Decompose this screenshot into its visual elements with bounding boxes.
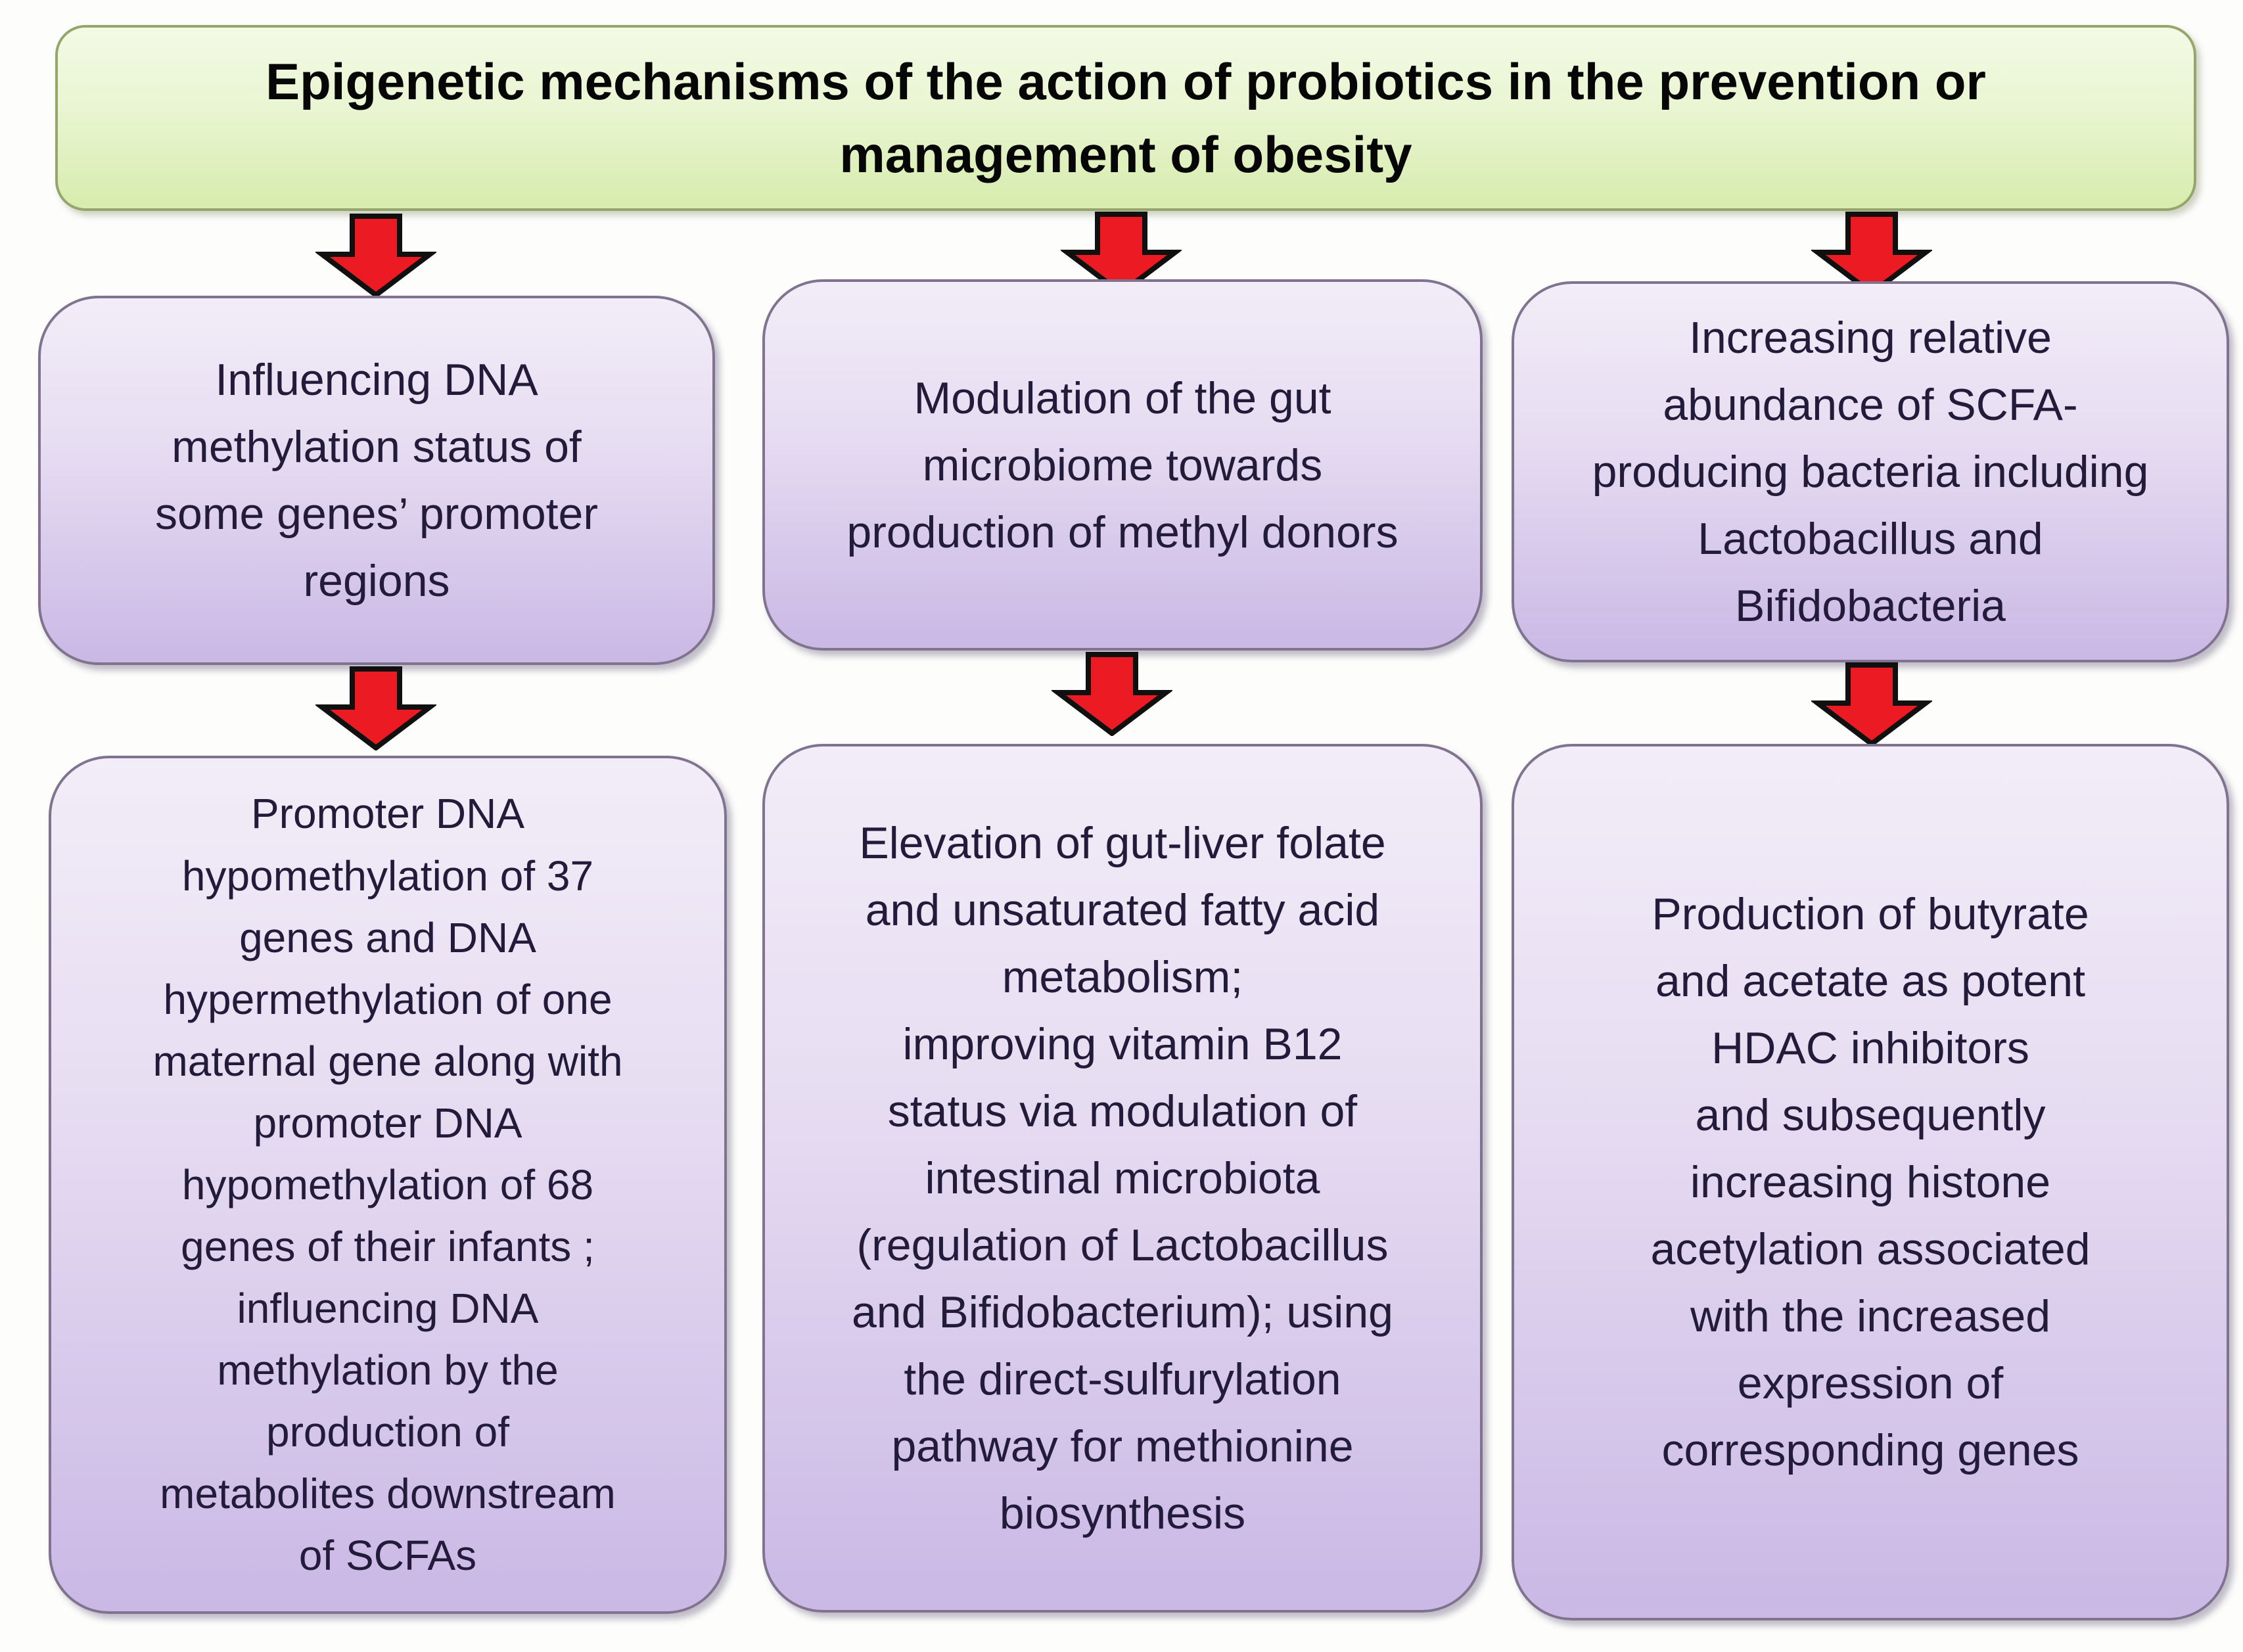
down-arrow-icon [1811,662,1932,746]
diagram-title: Epigenetic mechanisms of the action of p… [266,52,1986,183]
box-text: Promoter DNA hypomethylation of 37 genes… [152,790,623,1580]
title-box: Epigenetic mechanisms of the action of p… [55,25,2196,211]
down-arrow-icon [1061,212,1182,296]
box-text: Elevation of gut-liver folate and unsatu… [851,818,1393,1538]
box-butyrate-hdac-detail: Production of butyrate and acetate as po… [1512,744,2229,1620]
down-arrow-icon [315,666,436,750]
box-text: Increasing relative abundance of SCFA- p… [1592,313,2149,631]
box-folate-b12-methionine-detail: Elevation of gut-liver folate and unsatu… [762,744,1483,1613]
box-text: Modulation of the gut microbiome towards… [846,373,1399,557]
box-text: Influencing DNA methylation status of so… [154,355,599,606]
box-gut-microbiome-modulation: Modulation of the gut microbiome towards… [762,279,1483,651]
box-promoter-hypomethylation-detail: Promoter DNA hypomethylation of 37 genes… [49,756,727,1614]
box-dna-methylation-status: Influencing DNA methylation status of so… [38,296,715,665]
down-arrow-icon [315,214,436,298]
box-text: Production of butyrate and acetate as po… [1650,889,2091,1475]
box-scfa-bacteria-abundance: Increasing relative abundance of SCFA- p… [1512,281,2229,662]
down-arrow-icon [1052,652,1172,736]
down-arrow-icon [1811,212,1932,296]
